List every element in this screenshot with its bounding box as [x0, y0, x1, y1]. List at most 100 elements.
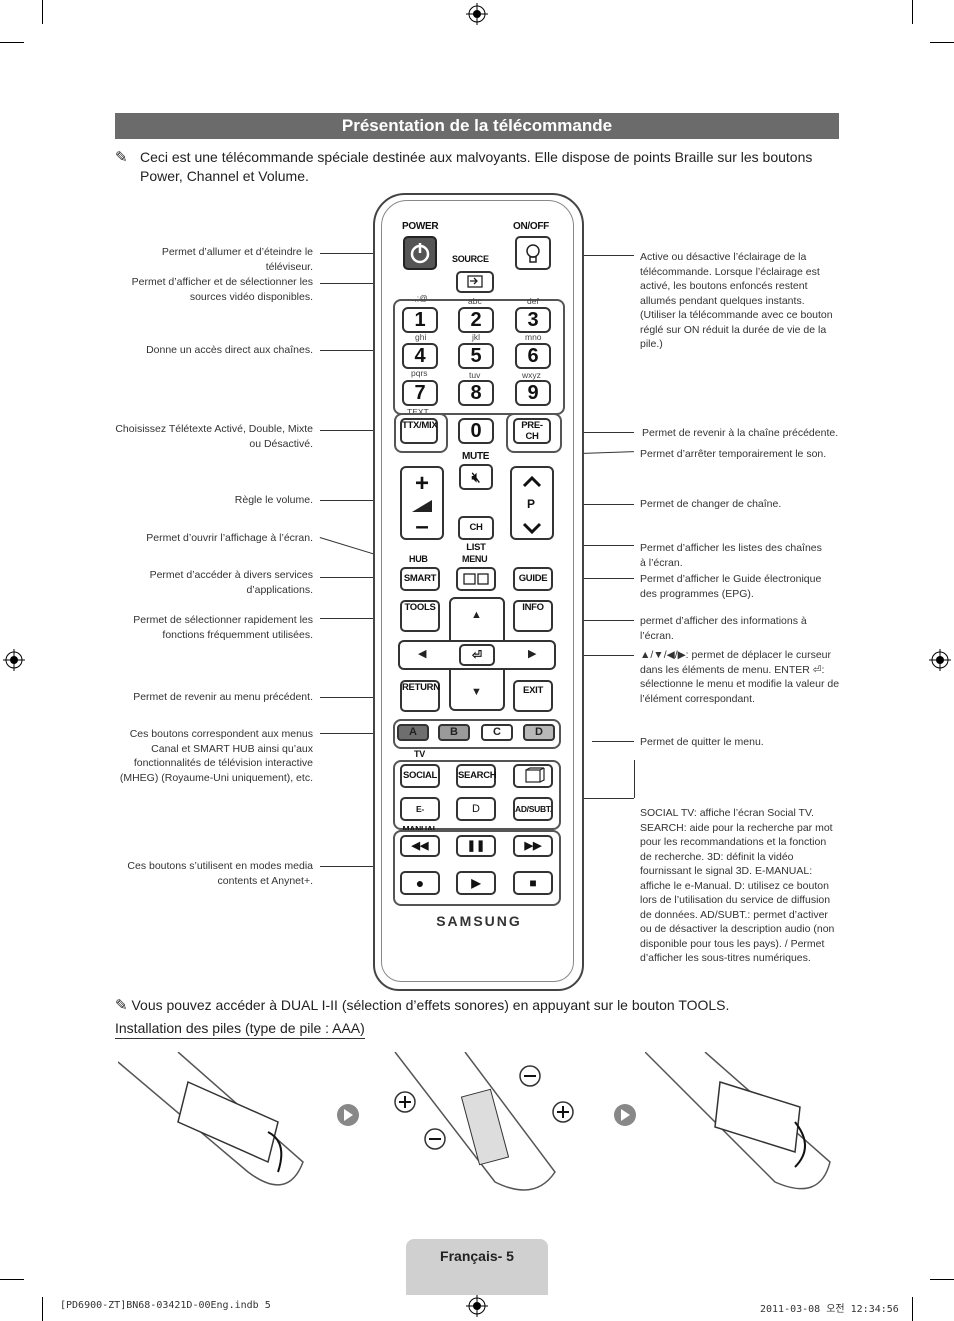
number-key-3[interactable]: 3 [515, 307, 551, 333]
pre-ch-button[interactable]: PRE-CH [513, 418, 551, 444]
leader-line [320, 430, 400, 431]
annotation-power: Permet d’allumer et d’éteindre le télévi… [161, 246, 313, 273]
power-button[interactable] [403, 236, 437, 270]
number-key-1[interactable]: 1 [402, 307, 438, 333]
ch-list-button[interactable]: CH LIST [458, 516, 494, 553]
volume-up-icon: + [414, 470, 429, 497]
key-letters: mno [525, 332, 542, 342]
search-button[interactable]: SEARCH [456, 764, 497, 788]
power-label: POWER [402, 221, 439, 232]
pause-icon: ❚❚ [466, 840, 486, 852]
leader-line [320, 697, 400, 698]
fast-forward-button[interactable]: ▶▶ [513, 835, 553, 857]
rewind-icon: ◀◀ [411, 840, 429, 852]
annotation-function-buttons: SOCIAL TV: affiche l’écran Social TV. SE… [640, 807, 835, 964]
registration-mark-icon [929, 649, 951, 671]
stop-button[interactable]: ■ [513, 871, 553, 895]
social-button[interactable]: SOCIAL [400, 764, 440, 788]
info-button[interactable]: INFO [513, 600, 553, 632]
number-key-0[interactable]: 0 [458, 418, 494, 444]
key-letters: tuv [469, 370, 481, 380]
up-arrow-icon[interactable]: ▲ [471, 609, 482, 621]
number-key-4[interactable]: 4 [402, 343, 438, 369]
enter-icon: ⏎ [471, 648, 483, 662]
key-letters: .,;@ [412, 293, 428, 303]
registration-mark-icon [3, 649, 25, 671]
record-button[interactable]: ● [400, 871, 440, 895]
volume-rocker[interactable]: + – [400, 466, 444, 540]
annotation-volume: Règle le volume. [234, 494, 313, 506]
ch-list-label: CH LIST [466, 522, 486, 553]
number-key-8[interactable]: 8 [458, 380, 494, 406]
leader-line [552, 255, 634, 256]
annotation-color-buttons: Ces boutons correspondent aux menus Cana… [119, 728, 313, 784]
light-onoff-button[interactable] [515, 236, 551, 270]
3d-button[interactable] [513, 764, 553, 788]
annotation-return: Permet de revenir au menu précédent. [133, 691, 313, 703]
key-letters: jkl [472, 332, 481, 342]
annotation-info: permet d’afficher des informations à l’é… [640, 615, 807, 642]
annotation-guide: Permet d’afficher le Guide électronique … [640, 573, 822, 600]
channel-up-icon [522, 475, 542, 488]
number-key-5[interactable]: 5 [458, 343, 494, 369]
color-button-c[interactable]: C [481, 724, 513, 741]
page-title: Présentation de la télécommande [115, 113, 839, 139]
number-key-2[interactable]: 2 [458, 307, 494, 333]
exit-button[interactable]: EXIT [513, 680, 553, 712]
print-info-right: 2011-03-08 오전 12:34:56 [760, 1304, 899, 1315]
record-icon: ● [415, 875, 425, 891]
annotation-smart: Permet d’accéder à divers services d’app… [149, 569, 313, 596]
key-letters: ghi [415, 332, 427, 342]
e-manual-label: E-MANUAL [402, 804, 438, 834]
mute-button[interactable]: 🔇︎ [459, 464, 493, 490]
number-key-9[interactable]: 9 [515, 380, 551, 406]
ad-subt-button[interactable]: AD/SUBT. [513, 797, 553, 821]
text-label: TEXT [407, 407, 429, 417]
page-number-tab: Français- 5 [406, 1239, 548, 1295]
crop-mark [930, 42, 954, 43]
registration-mark-icon [466, 1295, 488, 1317]
color-buttons-group [393, 719, 561, 749]
ttx-mix-label: TTX/MIX [402, 420, 438, 431]
color-button-a[interactable]: A [397, 724, 429, 741]
crop-mark [912, 0, 913, 24]
dual-note: ✎ Vous pouvez accéder à DUAL I-II (sélec… [115, 996, 855, 1014]
d-button[interactable]: D [456, 797, 496, 821]
ttx-mix-button[interactable]: TTX/MIX [400, 418, 438, 444]
guide-label: GUIDE [518, 573, 548, 584]
right-arrow-icon[interactable]: ▶ [528, 648, 537, 660]
enter-button[interactable]: ⏎ [459, 644, 495, 666]
battery-heading: Installation des piles (type de pile : A… [115, 1020, 365, 1039]
channel-rocker[interactable]: P [510, 466, 554, 540]
annotation-mute: Permet d’arrêter temporairement le son. [640, 448, 827, 460]
guide-button[interactable]: GUIDE [513, 567, 553, 591]
volume-ramp-icon [412, 500, 432, 512]
e-manual-button[interactable]: E-MANUAL [400, 797, 440, 834]
rewind-button[interactable]: ◀◀ [400, 835, 440, 857]
play-button[interactable]: ▶ [456, 871, 496, 895]
annotation-numbers: Donne un accès direct aux chaînes. [146, 344, 313, 356]
down-arrow-icon[interactable]: ▼ [471, 686, 482, 698]
leader-line [552, 798, 634, 799]
number-key-6[interactable]: 6 [515, 343, 551, 369]
color-button-b[interactable]: B [438, 724, 470, 741]
ttx-group [394, 413, 448, 453]
intro-note: ✎ Ceci est une télécommande spéciale des… [115, 148, 815, 186]
key-letters: def [527, 296, 539, 306]
tools-button[interactable]: TOOLS [400, 600, 440, 632]
leader-line [552, 432, 634, 433]
leader-line [320, 866, 390, 867]
key-letters: pqrs [411, 368, 428, 378]
smart-hub-button[interactable]: SMART [400, 567, 440, 591]
source-button[interactable] [456, 271, 494, 293]
annotation-channel: Permet de changer de chaîne. [640, 498, 782, 510]
mute-label: MUTE [462, 451, 490, 462]
left-arrow-icon[interactable]: ◀ [418, 648, 427, 660]
annotation-navigation: ▲/▼/◀/▶: permet de déplacer le curseur d… [640, 649, 840, 705]
color-button-d[interactable]: D [523, 724, 555, 741]
return-button[interactable]: RETURN [400, 680, 440, 712]
pause-button[interactable]: ❚❚ [456, 835, 496, 857]
number-key-7[interactable]: 7 [402, 380, 438, 406]
prech-group [506, 413, 562, 453]
menu-button[interactable] [456, 567, 496, 591]
